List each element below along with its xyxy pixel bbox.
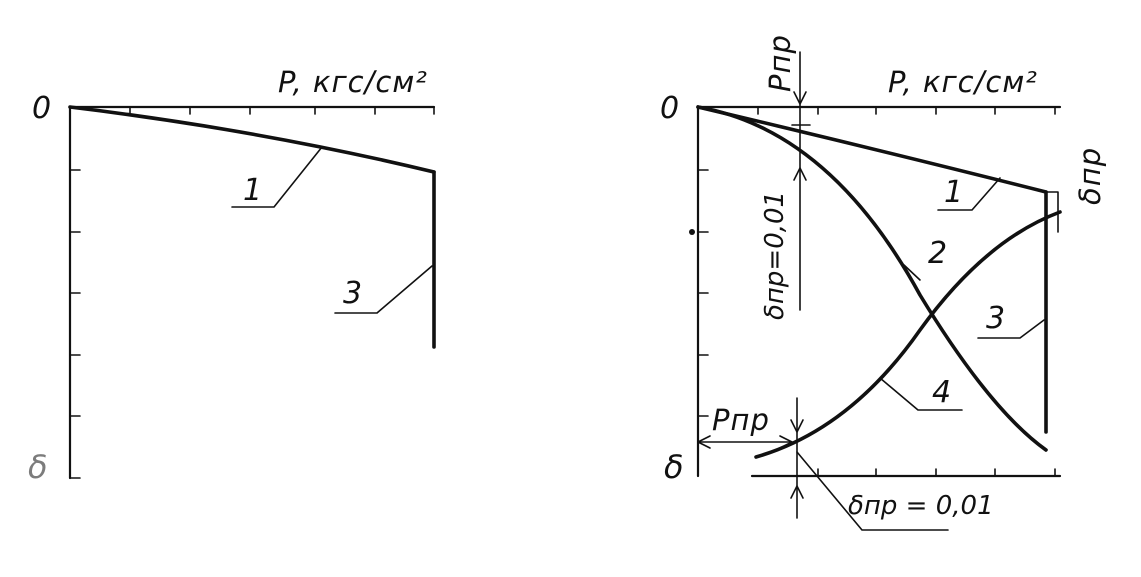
right-curve-2 — [696, 105, 1048, 452]
left-x-ticks — [129, 106, 435, 115]
right-curve-1 — [696, 105, 1048, 194]
right-curve-4-label: 4 — [932, 375, 951, 410]
right-bottom-annotation: δпр = 0,01 — [848, 491, 994, 521]
right-top-marker-label: Pпр — [763, 34, 797, 92]
right-bottom-marker — [697, 397, 949, 531]
right-diagram: Pпр δпр=0,01 Pпр δпр = 0,01 0 P, кгс/см²… — [660, 34, 1107, 531]
right-leader-2 — [903, 264, 921, 281]
left-curve-1 — [68, 105, 436, 174]
left-x-axis-label: P, кгс/см² — [278, 65, 428, 99]
right-leader-3 — [977, 319, 1045, 339]
right-leader-4 — [879, 377, 963, 411]
right-y-ticks — [697, 169, 709, 417]
left-curve-3-label: 3 — [343, 276, 362, 311]
right-x-axis-label: P, кгс/см² — [888, 65, 1038, 99]
right-top-marker — [791, 51, 811, 311]
right-vertical-annotation: δпр=0,01 — [760, 191, 790, 320]
left-origin-label: 0 — [32, 91, 51, 126]
right-axis-dot — [689, 229, 695, 235]
left-leader-3 — [334, 265, 433, 314]
right-curve-1-label: 1 — [944, 175, 963, 210]
right-origin-label: 0 — [660, 91, 679, 126]
left-diagram: 0 P, кгс/см² δ 1 3 — [28, 65, 436, 486]
left-y-axis-label: δ — [28, 448, 48, 486]
right-curve-4 — [754, 210, 1062, 459]
left-curve-1-label: 1 — [243, 173, 262, 208]
left-leader-1 — [231, 146, 323, 208]
right-leader-1 — [937, 177, 1001, 211]
right-curve-3-label: 3 — [986, 301, 1005, 336]
right-x-ticks-top — [757, 106, 1056, 115]
left-y-ticks — [69, 169, 81, 479]
right-bottom-marker-label: Pпр — [712, 403, 770, 437]
right-delta-annotation: δпр — [1073, 147, 1107, 205]
right-delta-bracket — [1045, 191, 1059, 233]
right-x-ticks-bottom — [817, 468, 1056, 477]
right-y-axis-label: δ — [664, 448, 684, 486]
right-curve-2-label: 2 — [928, 236, 947, 271]
